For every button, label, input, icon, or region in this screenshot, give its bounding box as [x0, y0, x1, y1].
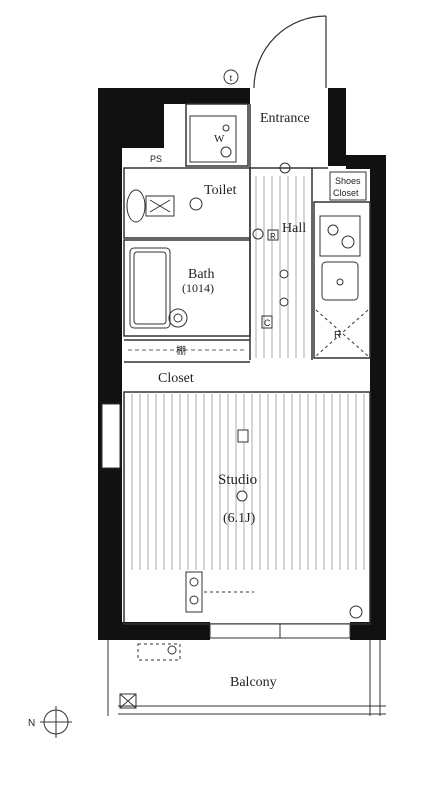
wall-bottom-right [350, 622, 386, 640]
studio-outlet [237, 429, 249, 443]
door-swing [253, 15, 327, 89]
bathtub [129, 247, 188, 329]
studio-size-label: (6.1J) [223, 511, 256, 526]
washer-label: W [214, 133, 225, 145]
studio-units [185, 571, 363, 619]
toilet-outline [123, 167, 251, 239]
studio-floor-boards [131, 394, 365, 570]
hall-symbols [252, 162, 291, 329]
t-marker: t [223, 69, 239, 85]
studio-outline [123, 391, 371, 625]
hall-c-label: C [264, 318, 271, 328]
entrance-door[interactable] [253, 15, 327, 89]
walls [98, 88, 386, 640]
hall-r-label: R [270, 232, 276, 241]
bath-size-label: (1014) [182, 281, 214, 295]
shoes-closet-box [329, 171, 367, 201]
kitchen-fixtures [315, 215, 369, 357]
t-marker-label: t [230, 73, 233, 84]
balcony-label: Balcony [230, 675, 277, 690]
closet-shelf-kanji: 棚 [176, 344, 186, 357]
kitchen-outline [313, 201, 371, 359]
partitions [123, 103, 371, 625]
closet-label: Closet [158, 371, 194, 386]
balcony [107, 640, 386, 716]
shoes-closet-label-1: Shoes [335, 176, 361, 186]
studio-label: Studio [218, 472, 257, 488]
washer [189, 115, 237, 163]
fridge-label: R [334, 330, 341, 341]
toilet [126, 189, 203, 223]
north-arrow [40, 706, 72, 738]
wall-left-jog [98, 88, 164, 148]
side-window [101, 403, 121, 469]
entrance-label: Entrance [260, 111, 310, 126]
wall-bottom [98, 622, 210, 640]
north-label: N [28, 718, 35, 729]
wall-top-right [328, 88, 346, 166]
wall-right [370, 155, 386, 635]
ps-label: PS [150, 154, 162, 164]
hall-label: Hall [282, 221, 306, 236]
balcony-sash[interactable] [209, 623, 351, 639]
hall-floor-boards [255, 176, 305, 358]
toilet-label: Toilet [204, 183, 237, 198]
bath-label: Bath [188, 267, 214, 282]
washer-outline [185, 103, 249, 167]
shoes-closet-label-2: Closet [333, 188, 359, 198]
wall-left [98, 88, 122, 638]
studio-ceiling-light [236, 490, 248, 502]
